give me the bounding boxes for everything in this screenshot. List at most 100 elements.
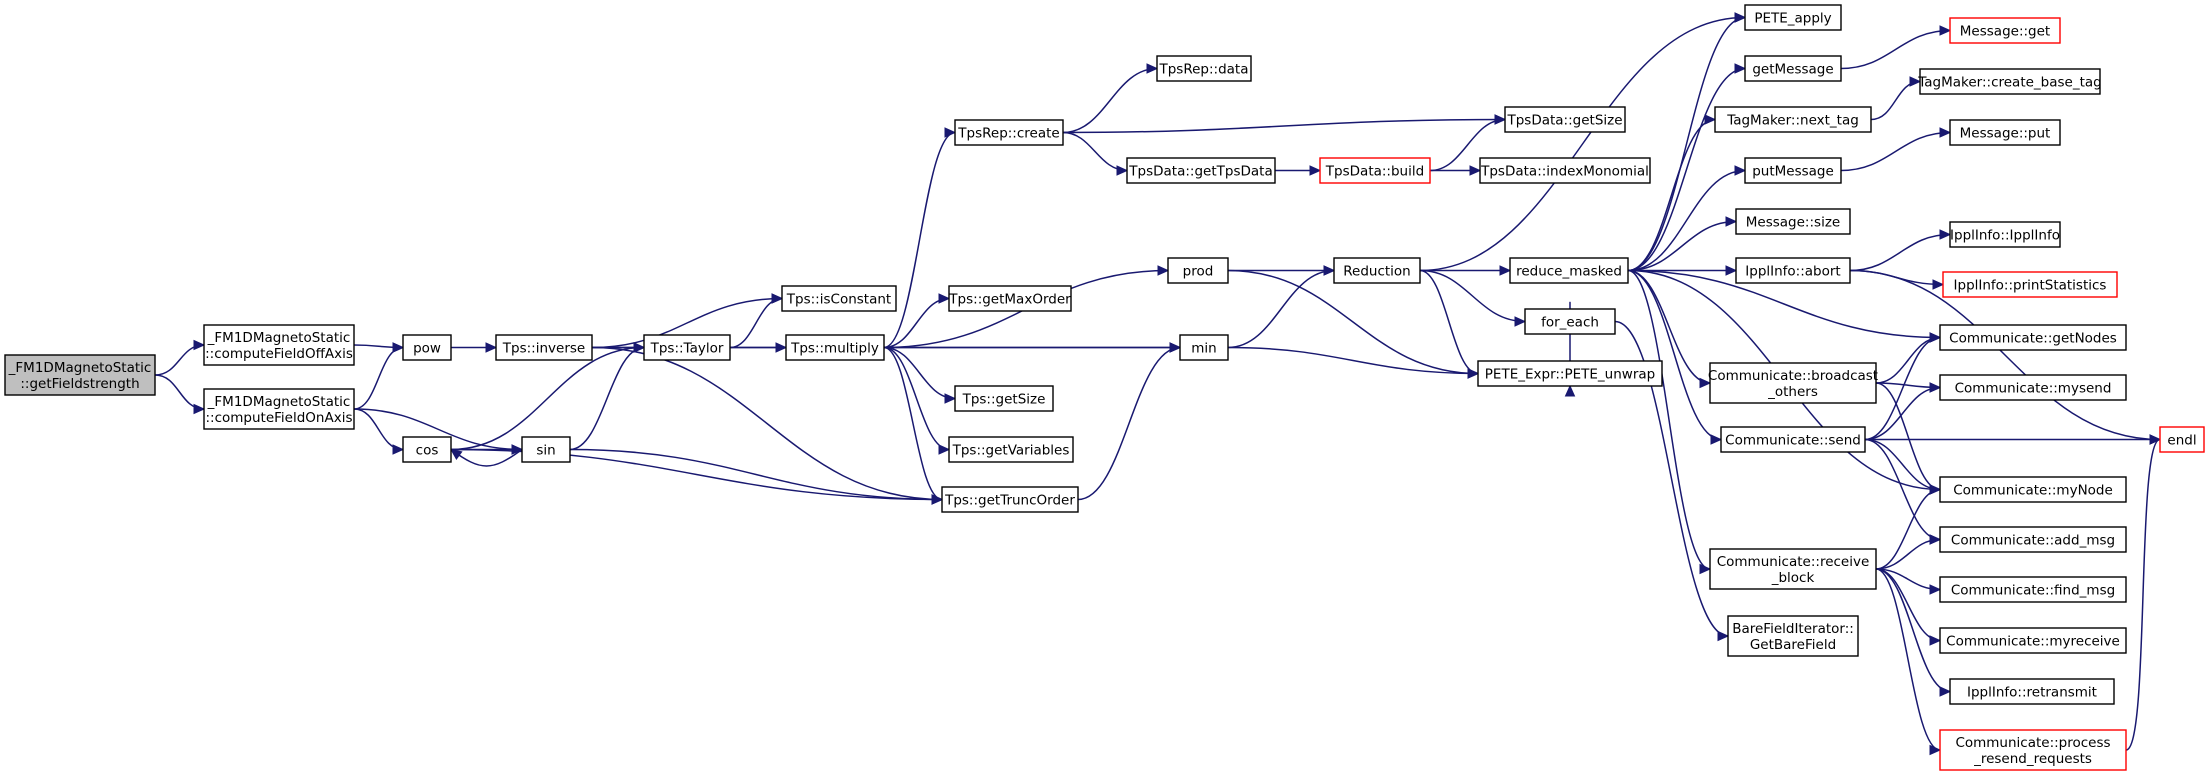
node-reduce-masked[interactable]: reduce_masked bbox=[1509, 257, 1629, 284]
node-endl[interactable]: endl bbox=[2159, 426, 2205, 453]
edge-reducemasked-msgsize bbox=[1627, 220, 1737, 272]
arrowhead bbox=[1514, 316, 1527, 327]
node-box bbox=[1735, 257, 1851, 284]
node-box bbox=[1942, 271, 2118, 298]
arrowhead bbox=[938, 444, 951, 455]
node-pete-apply[interactable]: PETE_apply bbox=[1744, 4, 1842, 31]
node-fm1dmagnetostatic-getfieldstrength[interactable]: _FM1DMagnetoStatic::getFieldstrength bbox=[4, 354, 156, 396]
node-tagmaker-create-base-tag[interactable]: TagMaker::create_base_tag bbox=[1917, 68, 2102, 95]
node-tps-multiply[interactable]: Tps::multiply bbox=[785, 334, 885, 361]
arrowhead bbox=[1725, 216, 1738, 227]
edge-onaxis-pow bbox=[353, 346, 404, 410]
arrowhead bbox=[1710, 434, 1723, 445]
edge-min-unwrap bbox=[1227, 346, 1479, 375]
arrowhead bbox=[1932, 279, 1945, 290]
edge-root-offaxis bbox=[154, 344, 205, 376]
node-tpsrep-create[interactable]: TpsRep::create bbox=[954, 119, 1064, 146]
node-putmessage[interactable]: putMessage bbox=[1744, 157, 1842, 184]
node-box bbox=[1167, 257, 1229, 284]
node-pete-expr-pete-unwrap[interactable]: PETE_Expr::PETE_unwrap bbox=[1477, 360, 1663, 387]
arrowhead bbox=[1909, 76, 1922, 87]
node-fm1dmagnetostatic-computefieldoffaxis[interactable]: _FM1DMagnetoStatic::computeFieldOffAxis bbox=[203, 324, 355, 366]
node-getmessage[interactable]: getMessage bbox=[1744, 55, 1842, 82]
node-message-put[interactable]: Message::put bbox=[1949, 119, 2061, 146]
node-fm1dmagnetostatic-computefieldonaxis[interactable]: _FM1DMagnetoStatic::computeFieldOnAxis bbox=[203, 388, 355, 430]
node-label: Communicate::myNode bbox=[1953, 483, 2113, 499]
node-label: Communicate::find_msg bbox=[1951, 583, 2115, 599]
node-label: Communicate::add_msg bbox=[1951, 533, 2115, 549]
node-barefielditerator-getbarefield[interactable]: BareFieldIterator::GetBareField bbox=[1727, 615, 1859, 657]
node-label: TpsRep::data bbox=[1158, 62, 1248, 78]
arrowhead bbox=[1939, 127, 1952, 138]
node-tps-getsize[interactable]: Tps::getSize bbox=[954, 385, 1054, 412]
node-label: Tps::multiply bbox=[790, 341, 879, 357]
node-tpsrep-data[interactable]: TpsRep::data bbox=[1156, 55, 1252, 82]
node-label: Tps::getTruncOrder bbox=[944, 493, 1075, 509]
node-ipplinfo-printstatistics[interactable]: IpplInfo::printStatistics bbox=[1942, 271, 2118, 298]
node-tpsdata-build[interactable]: TpsData::build bbox=[1319, 157, 1431, 184]
node-ipplinfo-ipplinfo[interactable]: IpplInfo::IpplInfo bbox=[1949, 221, 2061, 248]
node-box bbox=[1524, 308, 1616, 335]
node-box bbox=[1919, 68, 2101, 95]
arrowhead bbox=[1157, 265, 1170, 276]
edge-foreach-barefield bbox=[1614, 320, 1729, 637]
node-communicate-mysend[interactable]: Communicate::mysend bbox=[1939, 374, 2127, 401]
node-reduction[interactable]: Reduction bbox=[1333, 257, 1421, 284]
edge-onaxis-cos bbox=[353, 408, 404, 451]
node-tps-taylor[interactable]: Tps::Taylor bbox=[643, 334, 731, 361]
node-label: Tps::getVariables bbox=[952, 443, 1070, 459]
node-tagmaker-next-tag[interactable]: TagMaker::next_tag bbox=[1714, 106, 1872, 133]
node-tpsdata-gettpsdata[interactable]: TpsData::getTpsData bbox=[1126, 157, 1276, 184]
node-box bbox=[1319, 157, 1431, 184]
edge-root-onaxis bbox=[154, 374, 205, 410]
node-communicate-find-msg[interactable]: Communicate::find_msg bbox=[1939, 576, 2127, 603]
node-cos[interactable]: cos bbox=[402, 436, 452, 463]
node-tps-isconstant[interactable]: Tps::isConstant bbox=[781, 285, 897, 312]
arrowhead bbox=[1699, 563, 1712, 575]
edge-send-mynode bbox=[1864, 438, 1941, 491]
node-min[interactable]: min bbox=[1179, 334, 1229, 361]
node-sin[interactable]: sin bbox=[521, 436, 571, 463]
node-communicate-add-msg[interactable]: Communicate::add_msg bbox=[1939, 526, 2127, 553]
node-label: ::getFieldstrength bbox=[20, 376, 139, 392]
node-label: TpsData::getSize bbox=[1506, 113, 1622, 129]
node-ipplinfo-retransmit[interactable]: IpplInfo::retransmit bbox=[1949, 678, 2115, 705]
node-box bbox=[1126, 157, 1276, 184]
node-message-size[interactable]: Message::size bbox=[1735, 208, 1851, 235]
call-graph-edges bbox=[154, 12, 2162, 756]
arrowhead bbox=[1734, 12, 1747, 23]
node-box bbox=[1949, 678, 2115, 705]
node-communicate-send[interactable]: Communicate::send bbox=[1720, 426, 1866, 453]
edge-reducemasked-getnodes bbox=[1627, 269, 1941, 339]
arrowhead bbox=[633, 342, 646, 353]
edge-reduction-peteapply bbox=[1419, 16, 1746, 272]
node-tpsdata-getsize[interactable]: TpsData::getSize bbox=[1504, 106, 1626, 133]
node-tps-gettruncorder[interactable]: Tps::getTruncOrder bbox=[941, 486, 1079, 513]
node-communicate-myreceive[interactable]: Communicate::myreceive bbox=[1939, 627, 2127, 654]
node-label: min bbox=[1191, 341, 1216, 357]
node-communicate-broadcast-others[interactable]: Communicate::broadcast_others bbox=[1708, 362, 1878, 404]
edge-multiply-tpscreate bbox=[883, 131, 956, 349]
node-label: Tps::getMaxOrder bbox=[948, 292, 1071, 308]
node-communicate-process-resend-requests[interactable]: Communicate::process_resend_requests bbox=[1939, 729, 2127, 771]
node-tps-getmaxorder[interactable]: Tps::getMaxOrder bbox=[948, 285, 1072, 312]
edge-reducemasked-putmessage bbox=[1627, 169, 1746, 272]
node-label: _block bbox=[1771, 570, 1815, 586]
node-pow[interactable]: pow bbox=[402, 334, 452, 361]
node-tpsdata-indexmonomial[interactable]: TpsData::indexMonomial bbox=[1479, 157, 1651, 184]
edge-abort-ipplinfo bbox=[1849, 233, 1951, 272]
node-for-each[interactable]: for_each bbox=[1524, 308, 1616, 335]
node-communicate-mynode[interactable]: Communicate::myNode bbox=[1939, 476, 2127, 503]
node-ipplinfo-abort[interactable]: IpplInfo::abort bbox=[1735, 257, 1851, 284]
node-label: for_each bbox=[1541, 315, 1599, 331]
node-prod[interactable]: prod bbox=[1167, 257, 1229, 284]
node-tps-inverse[interactable]: Tps::inverse bbox=[495, 334, 593, 361]
node-tps-getvariables[interactable]: Tps::getVariables bbox=[948, 436, 1074, 463]
node-communicate-getnodes[interactable]: Communicate::getNodes bbox=[1939, 324, 2127, 351]
node-label: Message::get bbox=[1960, 24, 2050, 40]
edge-onaxis-sin bbox=[353, 408, 523, 451]
node-message-get[interactable]: Message::get bbox=[1949, 17, 2061, 44]
node-communicate-receive-block[interactable]: Communicate::receive_block bbox=[1709, 548, 1877, 590]
node-box bbox=[954, 119, 1064, 146]
